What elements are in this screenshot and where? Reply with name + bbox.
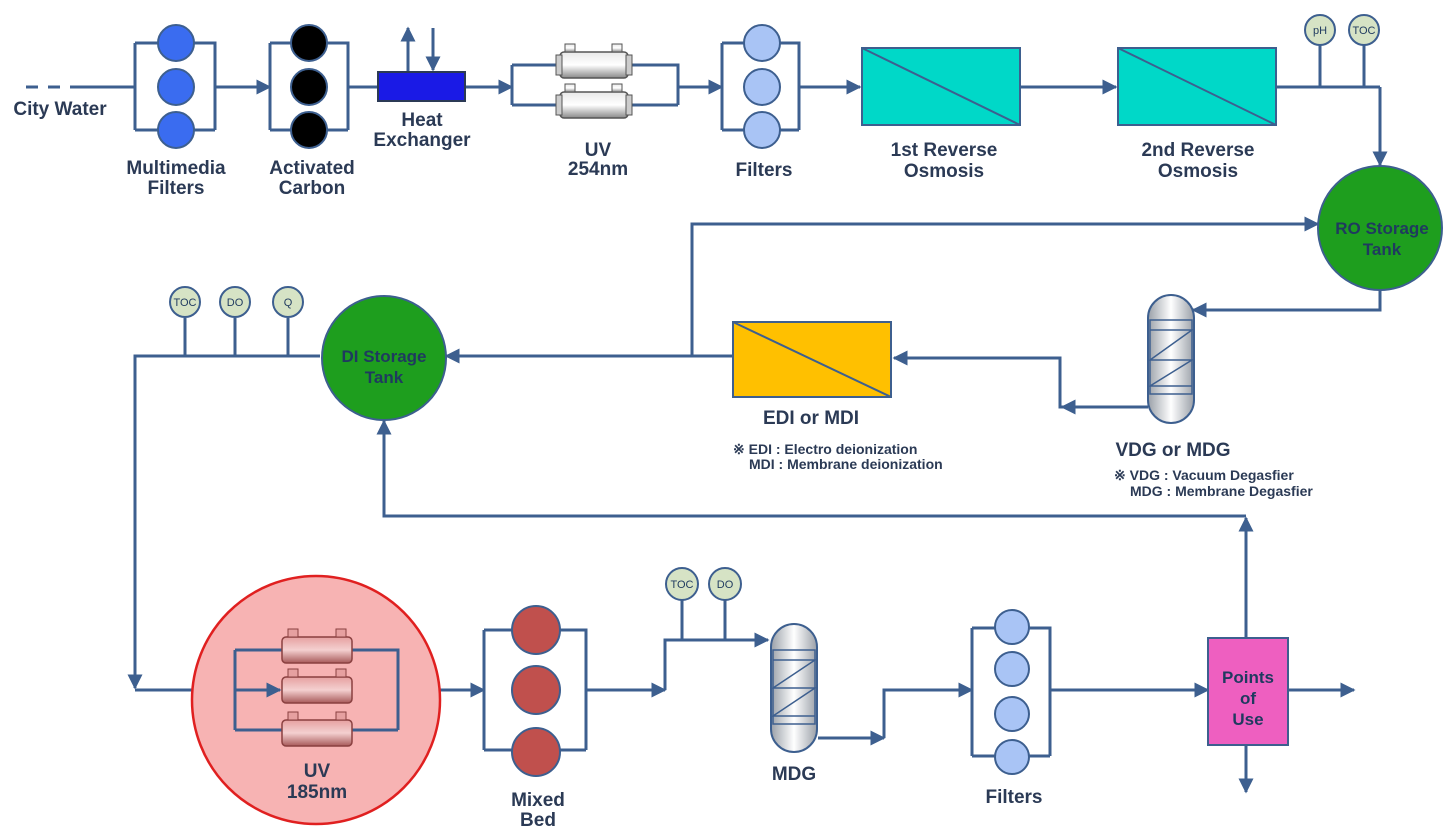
mdg-column [770,623,818,753]
label-pou-3: Use [1232,710,1263,729]
heat-exchanger [377,71,466,102]
ro-storage-tank [1317,165,1443,291]
label-uv185-1: UV [304,761,331,782]
vdg-column [1147,294,1195,424]
labels: City Water Multimedia Filters Activated … [13,99,1428,831]
label-ro2-2: Osmosis [1158,161,1238,182]
label-mixed-1: Mixed [511,790,565,811]
label-multimedia-1: Multimedia [126,158,226,179]
instrument-top-ph: pH [1304,14,1336,46]
activated-carbon [290,24,328,149]
svg-text:TOC: TOC [1352,25,1375,37]
uv185-unit [190,574,442,826]
note-edi-2: MDI : Membrane deionization [749,456,943,472]
instrument-di-q: Q [272,286,304,318]
filters-top [743,24,781,149]
label-ro1-2: Osmosis [904,161,984,182]
svg-text:Q: Q [284,297,293,309]
note-edi-1: ※ EDI : Electro deionization [733,441,917,457]
svg-text:DO: DO [717,579,734,591]
instrument-di-toc: TOC [169,286,201,318]
svg-text:DO: DO [227,297,244,309]
instrument-di-do: DO [219,286,251,318]
label-uv185-2: 185nm [287,782,347,803]
label-pou-2: of [1240,689,1256,708]
points-of-use [1207,637,1289,746]
instrument-bottom-do: DO [708,567,742,601]
label-mixed-2: Bed [520,810,556,831]
label-mdg: MDG [772,764,816,785]
multimedia-filters [157,24,195,149]
label-ro1-1: 1st Reverse [891,140,998,161]
uv254-unit [555,43,633,119]
label-edi: EDI or MDI [763,408,859,429]
label-activated-2: Carbon [279,178,346,199]
label-pou-1: Points [1222,668,1274,687]
ro-membrane-1 [861,47,1021,126]
label-city-water: City Water [13,99,107,120]
svg-text:pH: pH [1313,25,1327,37]
label-uv254-2: 254nm [568,159,628,180]
label-ro-tank-2: Tank [1363,240,1402,259]
label-filters-bottom: Filters [985,787,1042,808]
label-di-tank-2: Tank [365,368,404,387]
svg-text:TOC: TOC [173,297,196,309]
instrument-bottom-toc: TOC [665,567,699,601]
svg-text:TOC: TOC [670,579,693,591]
label-ro-tank-1: RO Storage [1335,219,1429,238]
filters-bottom [994,609,1030,775]
label-ro2-1: 2nd Reverse [1141,140,1254,161]
label-uv254-1: UV [585,140,612,161]
edi-unit [732,321,892,398]
label-heat-1: Heat [401,110,443,131]
label-activated-1: Activated [269,158,355,179]
label-multimedia-2: Filters [147,178,204,199]
mixed-bed [511,605,561,777]
label-di-tank-1: DI Storage [341,347,426,366]
label-vdg: VDG or MDG [1115,440,1230,461]
note-vdg-2: MDG : Membrane Degasfier [1130,483,1313,499]
instrument-top-toc: TOC [1348,14,1380,46]
di-storage-tank [321,295,447,421]
label-filters-top: Filters [735,160,792,181]
label-heat-2: Exchanger [373,130,471,151]
ro-membrane-2 [1117,47,1277,126]
note-vdg-1: ※ VDG : Vacuum Degasfier [1114,467,1294,483]
